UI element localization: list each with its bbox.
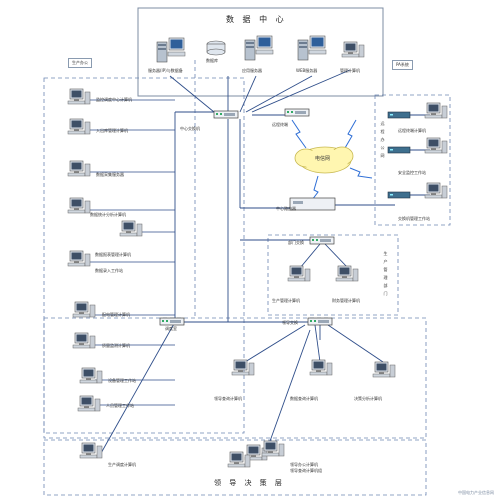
server-label-3: 应用服务器 xyxy=(242,68,262,73)
main-switch-icon xyxy=(213,110,239,119)
left-node-label-8: 质量监测计算机 xyxy=(102,343,130,348)
right-node-label-2: 安全监控工作站 xyxy=(398,170,426,175)
decision-layer-frame xyxy=(43,439,427,496)
modem-label-1: Modem xyxy=(390,120,402,124)
leader-pc-icon-4 xyxy=(227,451,251,468)
modem-label-3: Modem xyxy=(390,200,402,204)
modem-icon-3 xyxy=(387,191,411,199)
department-vertical: 生产管理部门 xyxy=(383,251,388,296)
left-pc-icon-3 xyxy=(67,160,91,177)
remote-pc-icon-2 xyxy=(424,137,448,154)
wireless-links xyxy=(291,119,373,201)
remote-pc-icon-3 xyxy=(424,182,448,199)
left-node-label-4: 数据统计分析计算机 xyxy=(90,212,126,217)
bottom-pc-icon-3 xyxy=(372,361,396,378)
bottom-node-label-3: 决策分析计算机 xyxy=(354,396,382,401)
router-label: 远程终端 xyxy=(272,122,288,127)
department-frame xyxy=(267,234,399,316)
leader-node-label-2: 领导查询计算机组 xyxy=(290,468,322,473)
cloud-label: 电信网 xyxy=(315,156,331,162)
admin-pc-icon xyxy=(341,41,365,58)
bottom-pc-icon-2 xyxy=(309,359,333,376)
data-center-title: 数 据 中 心 xyxy=(226,15,287,24)
left-pc-icon-9 xyxy=(79,367,103,384)
production-tag: 生产办公 xyxy=(68,58,92,68)
leader-pc-icon-3 xyxy=(261,440,285,457)
dispatch-switch-icon xyxy=(159,317,185,326)
leader-area-frame xyxy=(43,317,427,439)
remote-office-vertical: 远 程 办 公 网 xyxy=(380,121,385,158)
left-pc-icon-1 xyxy=(67,88,91,105)
production-area-frame xyxy=(43,77,245,434)
leader-switch-label: 领导交换 xyxy=(282,320,298,325)
left-node-label-9: 设备管理工作站 xyxy=(108,378,136,383)
main-switch-label: 中心交换机 xyxy=(180,126,200,131)
left-node-label-1: 监控调度中心计算机 xyxy=(96,97,132,102)
server-label-2: 数据库 xyxy=(206,58,218,63)
modem-label-2: Modem xyxy=(390,155,402,159)
mid-pc-icon-1 xyxy=(287,265,311,282)
leader-switch-icon xyxy=(307,317,333,326)
left-pc-icon-8 xyxy=(72,332,96,349)
server-icon-3 xyxy=(297,35,327,61)
bottom-node-label-1: 领导查询计算机 xyxy=(214,396,242,401)
left-pc-icon-6 xyxy=(67,250,91,267)
left-pc-icon-10 xyxy=(77,395,101,412)
left-pc-icon-7 xyxy=(72,301,96,318)
network-links xyxy=(99,69,430,456)
left-node-label-2: 入出库管理计算机 xyxy=(96,128,128,133)
modem-icon-2 xyxy=(387,146,411,154)
leader-pc-icon-1 xyxy=(79,442,103,459)
server-label-1: 服务器(IP)与数据备 xyxy=(148,68,183,73)
leader-node-label-1: 领导办公计算机 xyxy=(290,462,318,467)
storage-icon xyxy=(206,40,226,56)
telecom-cloud xyxy=(294,146,354,174)
left-pc-icon-2 xyxy=(67,118,91,135)
gateway-label: 中心路由器 xyxy=(276,206,296,211)
left-node-label-10: 人员管理工作站 xyxy=(106,403,134,408)
watermark: 中国电力产业信息网 xyxy=(458,490,494,495)
server-label-5: 管理计算机 xyxy=(340,68,360,73)
left-node-label-5: 数据报表管理计算机 xyxy=(95,252,131,257)
left-node-label-6: 数据录入工作站 xyxy=(95,268,123,273)
bottom-node-label-2: 数据查询计算机 xyxy=(290,396,318,401)
left-pc-icon-4 xyxy=(67,197,91,214)
decision-layer-title: 领 导 决 策 层 xyxy=(214,479,285,487)
modem-icon-1 xyxy=(387,111,411,119)
bottom-pc-icon-1 xyxy=(231,359,255,376)
router-icon xyxy=(284,108,310,117)
server-label-4: WEB服务器 xyxy=(296,68,318,73)
right-node-label-1: 远程终端计算机 xyxy=(398,128,426,133)
pa-system-tag: PA系统 xyxy=(392,60,413,70)
dept-switch-icon xyxy=(309,236,335,245)
mid-pc-icon-2 xyxy=(335,265,359,282)
left-pc-icon-5 xyxy=(119,220,143,237)
left-node-label-7: 配电管理计算机 xyxy=(102,312,130,317)
data-center-frame xyxy=(137,7,384,97)
mid-node-label-1: 生产管理计算机 xyxy=(272,298,300,303)
dept-switch-label: 部门交换 xyxy=(288,240,304,245)
left-node-label-11: 生产调度计算机 xyxy=(108,462,136,467)
dispatch-label: 调度室 xyxy=(165,326,177,331)
server-icon-2 xyxy=(244,35,274,61)
remote-pc-icon-1 xyxy=(424,102,448,119)
left-node-label-3: 数据采集服务器 xyxy=(96,172,124,177)
server-icon-1 xyxy=(156,37,186,63)
right-node-label-3: 交换机管理工作站 xyxy=(398,216,430,221)
mid-node-label-2: 财务管理计算机 xyxy=(332,298,360,303)
remote-office-frame xyxy=(374,94,451,226)
